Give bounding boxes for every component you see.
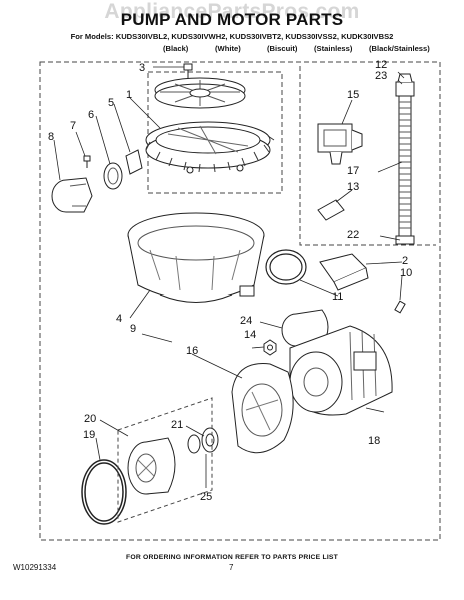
callout-21: 21 <box>171 419 183 431</box>
models-line: For Models: KUDS30IVBL2, KUDS30IVWH2, KU… <box>70 32 394 41</box>
part-screw <box>183 63 193 78</box>
callout-16: 16 <box>186 345 198 357</box>
callout-19: 19 <box>83 429 95 441</box>
part-gasket-ring <box>265 249 307 285</box>
callout-7: 7 <box>70 120 76 132</box>
part-volute <box>127 437 176 495</box>
callout-1: 1 <box>126 89 132 101</box>
callout-24: 24 <box>240 315 252 327</box>
color-biscuit: (Biscuit) <box>267 44 298 53</box>
callout-4: 4 <box>116 313 122 325</box>
part-drain-hose <box>395 95 415 245</box>
part-sump-housing <box>127 212 265 303</box>
part-o-ring <box>81 459 127 525</box>
part-bracket <box>319 253 369 291</box>
color-black: (Black) <box>163 44 189 53</box>
page-number: 7 <box>229 563 234 572</box>
part-clamp <box>317 199 345 221</box>
callout-5: 5 <box>108 97 114 109</box>
leader-lines <box>53 66 405 488</box>
callout-13: 13 <box>347 181 359 193</box>
callout-12: 12 <box>375 59 387 71</box>
part-small-screw <box>83 155 91 168</box>
subassembly-frame <box>117 397 213 523</box>
color-white: (White) <box>215 44 241 53</box>
document-id: W10291334 <box>13 563 57 572</box>
callout-10: 10 <box>400 267 412 279</box>
diagram-frame <box>39 61 441 541</box>
callout-18: 18 <box>368 435 380 447</box>
part-filter-ring <box>145 121 275 174</box>
page-title: PUMP AND MOTOR PARTS <box>120 10 344 29</box>
part-pin <box>394 300 406 314</box>
callout-23: 23 <box>375 70 387 82</box>
part-drain-motor <box>317 123 363 165</box>
part-impeller-seal <box>187 427 219 454</box>
part-motor <box>289 325 393 416</box>
ordering-note: FOR ORDERING INFORMATION REFER TO PARTS … <box>125 554 339 561</box>
callout-numbers: 1 2 3 4 5 6 7 8 9 10 11 12 13 14 15 16 1… <box>48 59 412 503</box>
part-clip <box>125 149 143 175</box>
part-pump-housing <box>231 363 294 454</box>
callout-9: 9 <box>130 323 136 335</box>
callout-6: 6 <box>88 109 94 121</box>
callout-14: 14 <box>244 329 256 341</box>
color-black-stainless: (Black/Stainless) <box>369 44 430 53</box>
part-hub-disc <box>154 77 246 109</box>
callout-11: 11 <box>332 291 343 303</box>
part-seal-disc <box>103 162 123 190</box>
watermark-text: AppliancePartsPros.com <box>104 0 360 23</box>
callout-2: 2 <box>402 255 408 267</box>
callout-8: 8 <box>48 131 54 143</box>
callout-17: 17 <box>347 165 359 177</box>
callout-3: 3 <box>139 62 145 74</box>
part-hose-fitting <box>395 73 415 97</box>
part-pump-cap <box>51 177 93 213</box>
callout-25: 25 <box>200 491 212 503</box>
part-nut <box>263 339 277 356</box>
color-stainless: (Stainless) <box>314 44 353 53</box>
callout-20: 20 <box>84 413 96 425</box>
callout-22: 22 <box>347 229 359 241</box>
callout-15: 15 <box>347 89 359 101</box>
